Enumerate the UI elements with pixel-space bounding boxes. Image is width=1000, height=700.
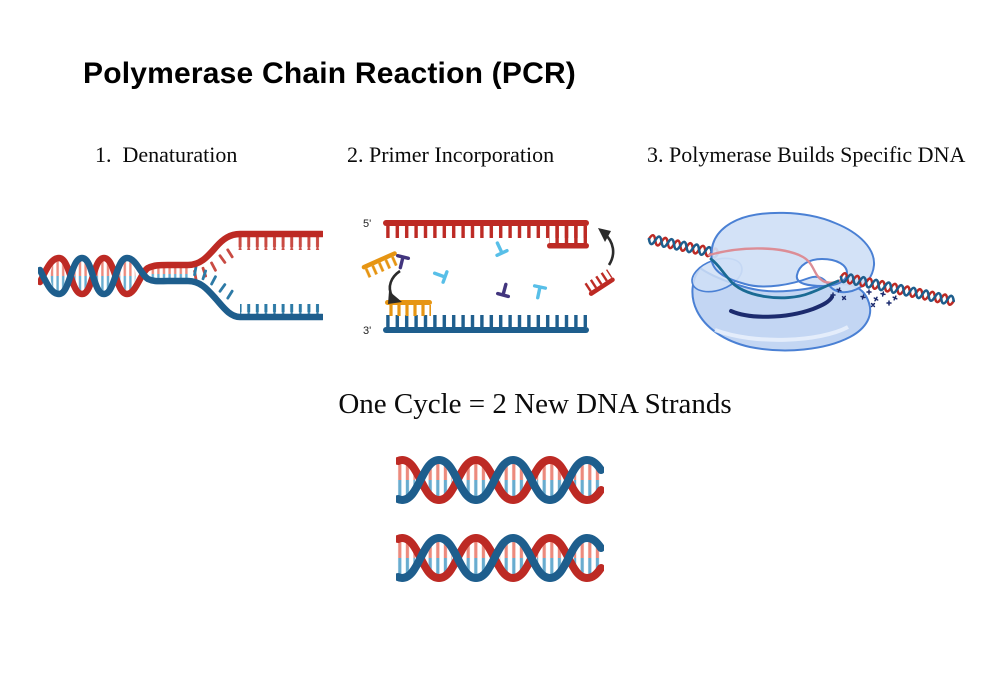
step-label-denaturation: 1. Denaturation	[95, 142, 238, 167]
step-label-polymerase-builds-dna: 3. Polymerase Builds Specific DNA	[647, 142, 966, 167]
primer-incorporation-illustration: 5' 3'	[361, 218, 615, 337]
blue-strand	[396, 533, 604, 583]
red-strand-teeth	[193, 237, 322, 281]
blue-strand	[396, 455, 604, 505]
step-label-primer-incorporation: 2. Primer Incorporation	[347, 142, 555, 167]
template-strand-3prime	[383, 315, 589, 333]
red-strand	[38, 230, 323, 298]
orange-primer-floating	[361, 251, 401, 279]
nucleotide-dots-icon	[830, 287, 898, 308]
curved-arrow-left-icon	[388, 269, 402, 304]
three-prime-label: 3'	[363, 325, 371, 337]
dna-entry-rope	[647, 233, 720, 259]
single-strand-teal	[709, 257, 840, 300]
red-primer-floating	[583, 269, 615, 296]
new-strand-navy	[729, 295, 834, 319]
curved-arrow-right-icon	[598, 228, 615, 266]
duplex-base-pairs	[150, 267, 190, 281]
polymerase-illustration	[647, 211, 955, 352]
result-helix-2	[396, 533, 604, 583]
free-nucleotides	[395, 241, 548, 300]
cycle-caption: One Cycle = 2 New DNA Strands	[338, 388, 732, 420]
blue-strand	[38, 254, 323, 321]
enzyme-lower-lobe	[691, 266, 872, 352]
dna-exit-rope	[839, 271, 955, 306]
denaturation-illustration	[38, 230, 323, 321]
enzyme-lower-highlight	[714, 325, 849, 342]
page-title: Polymerase Chain Reaction (PCR)	[83, 57, 576, 91]
red-primer-annealed	[547, 226, 589, 249]
five-prime-label: 5'	[363, 218, 371, 230]
template-strand-5prime	[383, 220, 589, 238]
result-helix-1	[396, 455, 604, 505]
